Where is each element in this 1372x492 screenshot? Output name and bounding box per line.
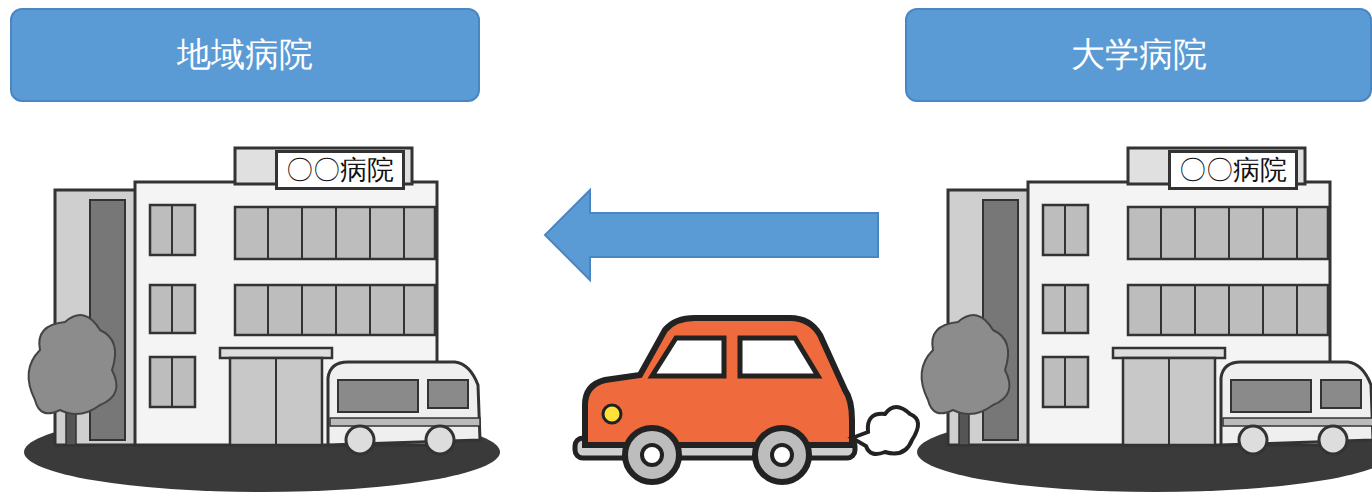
hospital-label: 地域病院 [10, 8, 480, 102]
transfer-arrow [545, 190, 878, 280]
hospital-label: 大学病院 [905, 8, 1372, 102]
hospital-building [24, 148, 500, 492]
hospital-sign: 〇〇病院 [1168, 150, 1298, 190]
hospital-sign: 〇〇病院 [275, 150, 405, 190]
car [575, 318, 918, 482]
hospital-building [917, 148, 1372, 492]
hospital-node: 大学病院〇〇病院 [878, 0, 1372, 492]
hospital-node: 地域病院〇〇病院 [10, 0, 545, 492]
